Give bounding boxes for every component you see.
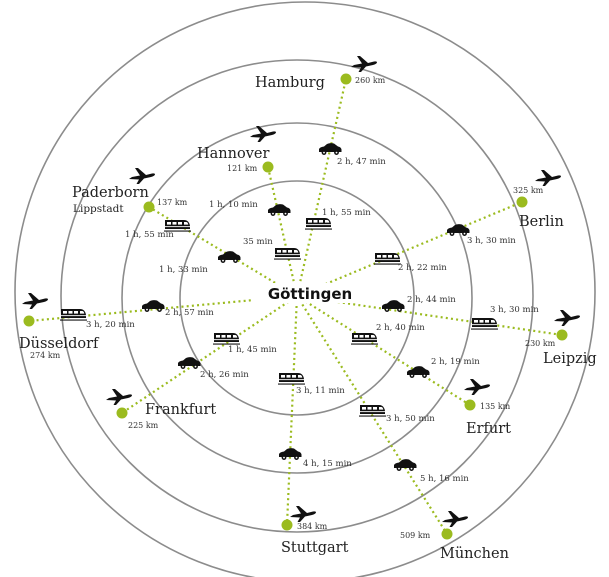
- distance-erfurt: 135 km: [480, 402, 511, 411]
- distance-stuttgart: 384 km: [297, 522, 328, 531]
- plane-icon: [106, 389, 132, 405]
- hub-label-bg: [253, 283, 367, 303]
- train-time-muenchen: 3 h, 50 min: [386, 414, 435, 424]
- city-subname-paderborn: Lippstadt: [73, 203, 124, 215]
- city-name-muenchen: München: [440, 546, 509, 562]
- ring-2: [121, 122, 473, 474]
- route-hamburg: [298, 78, 348, 287]
- plane-icon: [290, 506, 316, 522]
- car-icon: [218, 251, 241, 263]
- route-frankfurt: [121, 300, 290, 414]
- car-time-berlin: 3 h, 30 min: [467, 236, 516, 246]
- car-icon: [142, 300, 165, 312]
- car-time-hannover: 1 h, 10 min: [209, 200, 258, 210]
- distance-hamburg: 260 km: [355, 76, 386, 85]
- labels: Hamburg 260 km 2 h, 47 min Hannover 121 km 1 …: [19, 75, 597, 562]
- train-icon: [471, 318, 498, 330]
- train-time-hannover: 1 h, 55 min: [322, 208, 371, 218]
- plane-icon: [442, 511, 468, 527]
- train-time-leipzig: 3 h, 30 min: [490, 305, 539, 315]
- plane-icon: [554, 310, 580, 326]
- car-icon: [407, 366, 430, 378]
- city-marker-hannover: [262, 161, 274, 173]
- city-name-berlin: Berlin: [519, 214, 564, 230]
- route-stuttgart: [285, 305, 298, 526]
- car-time-frankfurt: 2 h, 26 min: [200, 370, 249, 380]
- city-marker-paderborn: [143, 201, 155, 213]
- city-marker-frankfurt: [116, 407, 128, 419]
- ring-4: [14, 1, 596, 577]
- distance-rings: [14, 1, 596, 577]
- train-time-paderborn: 1 h, 55 min: [125, 230, 174, 240]
- route-lines: [23, 73, 568, 540]
- train-time-stuttgart: 3 h, 11 min: [296, 386, 345, 396]
- distance-berlin: 325 km: [513, 186, 544, 195]
- city-name-stuttgart: Stuttgart: [281, 540, 349, 556]
- route-erfurt: [304, 300, 471, 406]
- train-icon: [351, 333, 378, 345]
- train-time-erfurt: 2 h, 40 min: [376, 323, 425, 333]
- city-marker-leipzig: [556, 329, 568, 341]
- city-marker-erfurt: [464, 399, 476, 411]
- city-name-leipzig: Leipzig: [543, 351, 597, 367]
- distance-hannover: 121 km: [227, 164, 258, 173]
- city-name-hamburg: Hamburg: [255, 75, 325, 91]
- city-marker-berlin: [516, 196, 528, 208]
- ring-1: [179, 180, 415, 416]
- route-paderborn: [148, 206, 289, 292]
- city-marker-muenchen: [441, 528, 453, 540]
- city-name-hannover: Hannover: [197, 146, 269, 162]
- distance-frankfurt: 225 km: [128, 421, 159, 430]
- car-icon: [382, 300, 405, 312]
- distance-paderborn: 137 km: [157, 198, 188, 207]
- hub-name: Göttingen: [268, 285, 352, 303]
- route-hannover: [266, 166, 296, 287]
- car-time-erfurt: 2 h, 19 min: [431, 357, 480, 367]
- city-name-duesseldorf: Düsseldorf: [19, 336, 100, 352]
- car-time-leipzig: 2 h, 44 min: [407, 295, 456, 305]
- train-icon: [305, 218, 332, 230]
- route-muenchen: [301, 303, 448, 535]
- city-name-frankfurt: Frankfurt: [145, 402, 216, 418]
- plane-icon: [22, 293, 48, 309]
- plane-icon: [129, 168, 155, 184]
- distance-duesseldorf: 274 km: [30, 351, 61, 360]
- city-marker-hamburg: [340, 73, 352, 85]
- plane-icon: [464, 379, 490, 395]
- train-icon: [274, 248, 301, 260]
- car-time-duesseldorf: 2 h, 57 min: [165, 308, 214, 318]
- car-time-muenchen: 5 h, 16 min: [420, 474, 469, 484]
- city-marker-duesseldorf: [23, 315, 35, 327]
- city-name-paderborn: Paderborn: [72, 185, 149, 201]
- train-time-berlin: 2 h, 22 min: [398, 263, 447, 273]
- city-marker-stuttgart: [281, 519, 293, 531]
- car-time-stuttgart: 4 h, 15 min: [303, 459, 352, 469]
- train-time-paderborn: 1 h, 33 min: [159, 265, 208, 275]
- train-time-frankfurt: 1 h, 45 min: [228, 345, 277, 355]
- car-time-paderborn: 35 min: [243, 237, 273, 247]
- ring-3: [60, 59, 534, 533]
- route-leipzig: [306, 296, 563, 337]
- car-time-hamburg: 2 h, 47 min: [337, 157, 386, 167]
- route-duesseldorf: [28, 295, 288, 323]
- distance-leipzig: 230 km: [525, 339, 556, 348]
- train-time-duesseldorf: 3 h, 20 min: [86, 320, 135, 330]
- plane-icon: [535, 170, 561, 186]
- train-icon: [278, 373, 305, 385]
- city-name-erfurt: Erfurt: [466, 421, 511, 437]
- hub-label: Göttingen: [253, 283, 367, 303]
- train-icon: [374, 253, 401, 265]
- distance-muenchen: 509 km: [400, 531, 431, 540]
- train-icon: [60, 309, 87, 321]
